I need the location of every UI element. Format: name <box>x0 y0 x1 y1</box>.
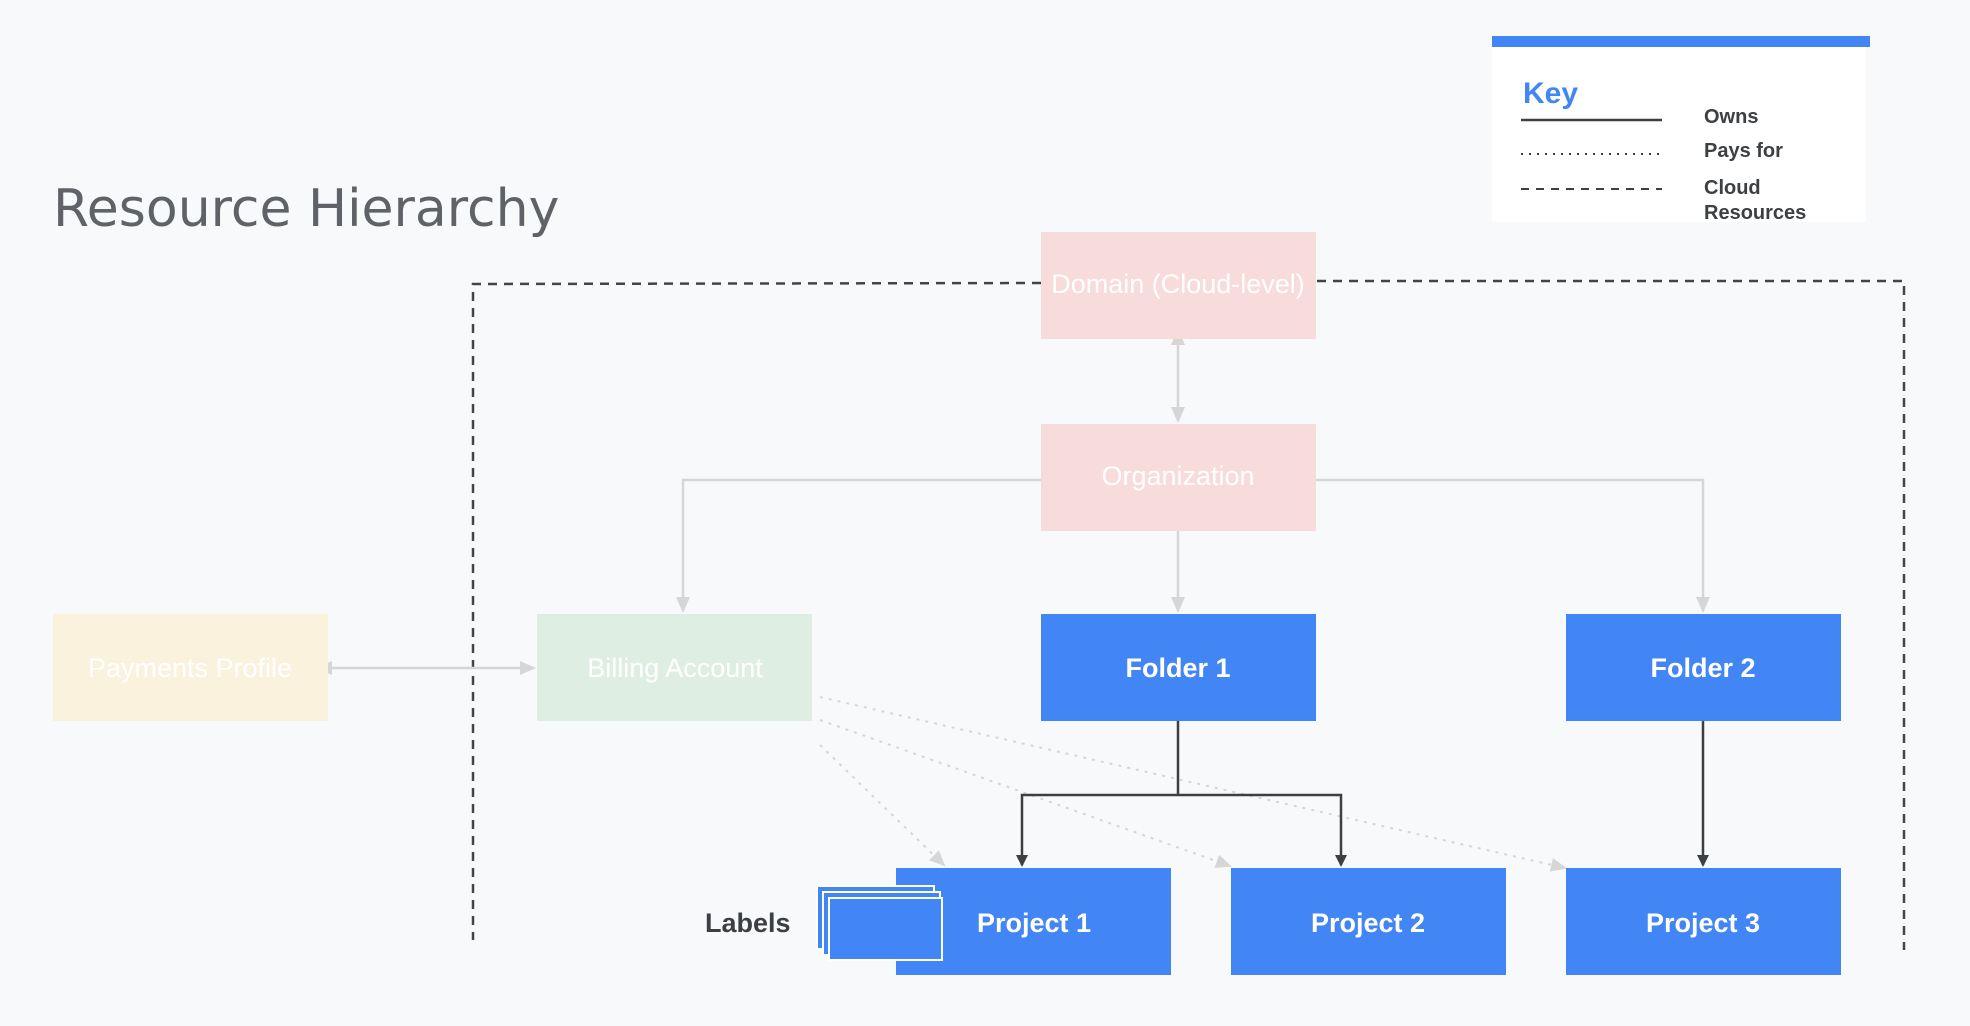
node-project1-label: Project 1 <box>977 908 1091 938</box>
legend-pays-for-label: Pays for <box>1704 140 1783 162</box>
node-organization[interactable]: Organization <box>1041 424 1316 531</box>
pays-for-project3 <box>819 696 1567 872</box>
node-project3[interactable]: Project 3 <box>1566 868 1841 975</box>
legend-cloud-label: Cloud <box>1704 177 1761 199</box>
node-organization-label: Organization <box>1101 461 1254 491</box>
owns-folder1-project1 <box>1016 793 1178 867</box>
pays-for-project2 <box>819 719 1232 868</box>
labels-stack-icon <box>816 885 943 961</box>
labels-caption: Labels <box>705 908 791 938</box>
cloud-resources-boundary-left <box>471 281 1042 940</box>
node-domain[interactable]: Domain (Cloud-level) <box>1041 232 1316 339</box>
owns-folder1-project2 <box>1178 793 1347 867</box>
pays-for-project1 <box>819 744 946 867</box>
node-folder2[interactable]: Folder 2 <box>1566 614 1841 721</box>
connector-organization-billing <box>676 478 1041 613</box>
legend-resources-label: Resources <box>1704 202 1806 224</box>
node-payments-profile[interactable]: Payments Profile <box>53 614 328 721</box>
legend-owns-label: Owns <box>1704 106 1758 128</box>
node-domain-label: Domain (Cloud-level) <box>1051 269 1305 299</box>
node-folder1[interactable]: Folder 1 <box>1041 614 1316 721</box>
legend: Key Owns Pays for Cloud Resources <box>1492 36 1870 224</box>
node-project3-label: Project 3 <box>1646 908 1760 938</box>
legend-title: Key <box>1523 77 1578 110</box>
node-billing-account[interactable]: Billing Account <box>537 614 812 721</box>
connector-organization-folder2 <box>1316 478 1710 613</box>
cloud-resources-boundary-right <box>1317 279 1906 950</box>
node-project2-label: Project 2 <box>1311 908 1425 938</box>
node-folder2-label: Folder 2 <box>1650 653 1755 683</box>
node-folder1-label: Folder 1 <box>1125 653 1230 683</box>
node-project2[interactable]: Project 2 <box>1231 868 1506 975</box>
node-payments-profile-label: Payments Profile <box>88 653 292 683</box>
node-billing-account-label: Billing Account <box>587 653 763 683</box>
page-title: Resource Hierarchy <box>53 179 559 239</box>
